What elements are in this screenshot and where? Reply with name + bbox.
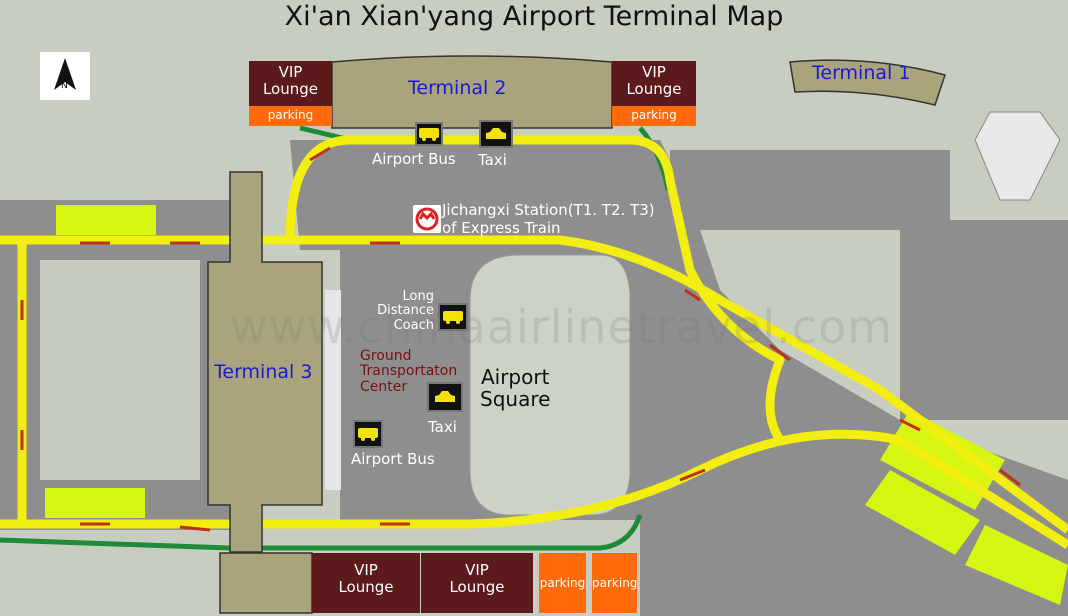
terminal-1-pier [974,111,1061,201]
terminal-2-label: Terminal 2 [408,77,507,99]
terminal-1-label: Terminal 1 [812,62,911,84]
parking-areas [249,106,696,613]
compass-label: N [61,81,68,91]
terminal-buildings [207,55,946,614]
gtc-airport-bus-label: Airport Bus [351,450,435,468]
airport-square-area [469,254,631,516]
roads [0,135,1068,549]
bus-icon [415,122,443,146]
parking-t2-west: parking [267,108,314,122]
map-title: Xi'an Xian'yang Airport Terminal Map [284,1,784,32]
station-label-line2: of Express Train [442,219,561,237]
walkway [325,290,341,490]
terminal-3-label: Terminal 3 [214,361,313,383]
field [40,260,200,480]
parking-t2-east: parking [631,108,677,122]
gtc-bus-icon [353,420,383,448]
station-label-line1: Jichangxi Station(T1. T2. T3) [442,201,655,219]
parking-t3-1: parking [539,576,586,590]
t2-airport-bus-label: Airport Bus [372,150,456,168]
road-arrows [20,146,1021,532]
parking-t3-2: parking [592,576,638,590]
gtc-taxi-icon [427,382,463,412]
taxi-icon [479,120,513,148]
t2-taxi-label: Taxi [478,151,507,169]
north-arrow-icon [54,58,76,90]
coach-icon [438,303,468,331]
metro-icon [413,205,441,233]
gtc-taxi-label: Taxi [428,418,457,436]
watermark: www.chinaairlinetravel.com [230,300,894,354]
vip-lounges [249,61,696,613]
